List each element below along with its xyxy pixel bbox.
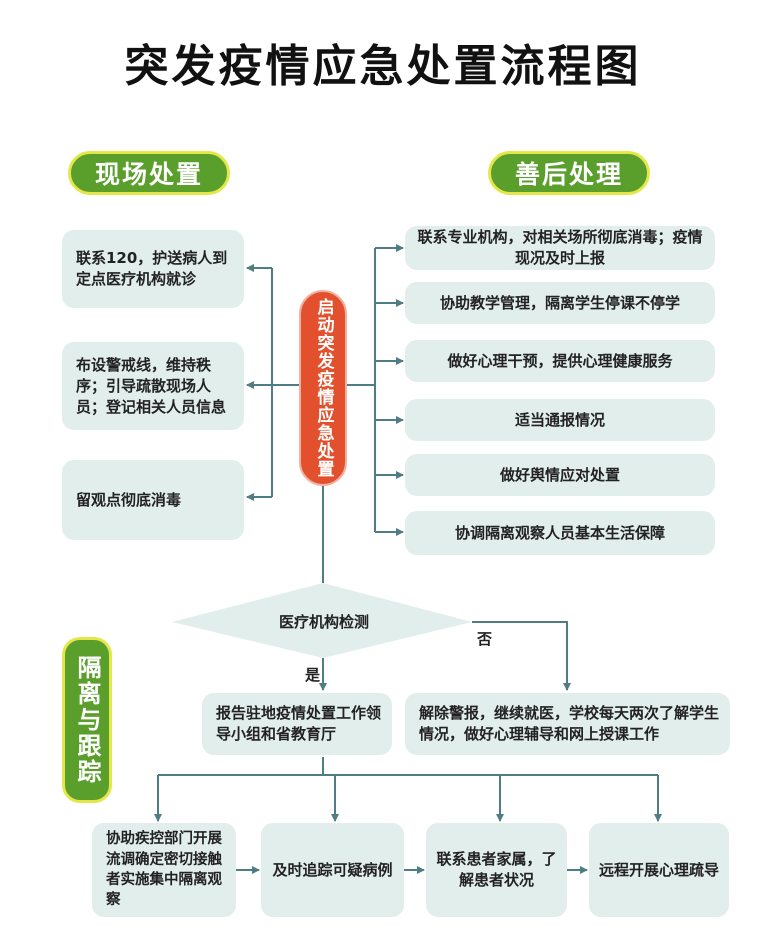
aftermath-step-2: 协助教学管理，隔离学生停课不停学 [405,282,715,324]
tracking-step-3: 联系患者家属，了解患者状况 [426,823,567,917]
onsite-step-3: 留观点彻底消毒 [62,460,244,540]
onsite-step-1: 联系120，护送病人到定点医疗机构就诊 [62,230,244,308]
section-isolation: 隔离与跟踪 [62,637,112,803]
aftermath-step-1: 联系专业机构，对相关场所彻底消毒；疫情现况及时上报 [405,226,715,270]
tracking-step-1: 协助疾控部门开展流调确定密切接触者实施集中隔离观察 [92,823,236,917]
aftermath-step-5: 做好舆情应对处置 [405,454,715,496]
decision-label: 医疗机构检测 [278,613,369,631]
center-start-node: 启动突发疫情应急处置 [299,290,347,486]
tracking-step-4: 远程开展心理疏导 [589,823,729,917]
yes-result-box: 报告驻地疫情处置工作领导小组和省教育厅 [202,693,392,755]
section-aftermath: 善后处理 [488,151,650,195]
page-title: 突发疫情应急处置流程图 [124,41,642,92]
decision-yes-label: 是 [305,666,321,684]
decision-no-label: 否 [477,630,493,648]
aftermath-step-6: 协调隔离观察人员基本生活保障 [405,511,715,555]
decision-diamond [172,583,472,658]
tracking-step-2: 及时追踪可疑病例 [261,823,404,917]
section-onsite: 现场处置 [68,151,230,195]
onsite-step-2: 布设警戒线，维持秩序；引导疏散现场人员；登记相关人员信息 [62,342,244,430]
aftermath-step-4: 适当通报情况 [405,399,715,441]
no-result-box: 解除警报，继续就医，学校每天两次了解学生情况，做好心理辅导和网上授课工作 [405,693,730,755]
arrow-no [472,621,571,691]
aftermath-step-3: 做好心理干预，提供心理健康服务 [405,340,715,382]
